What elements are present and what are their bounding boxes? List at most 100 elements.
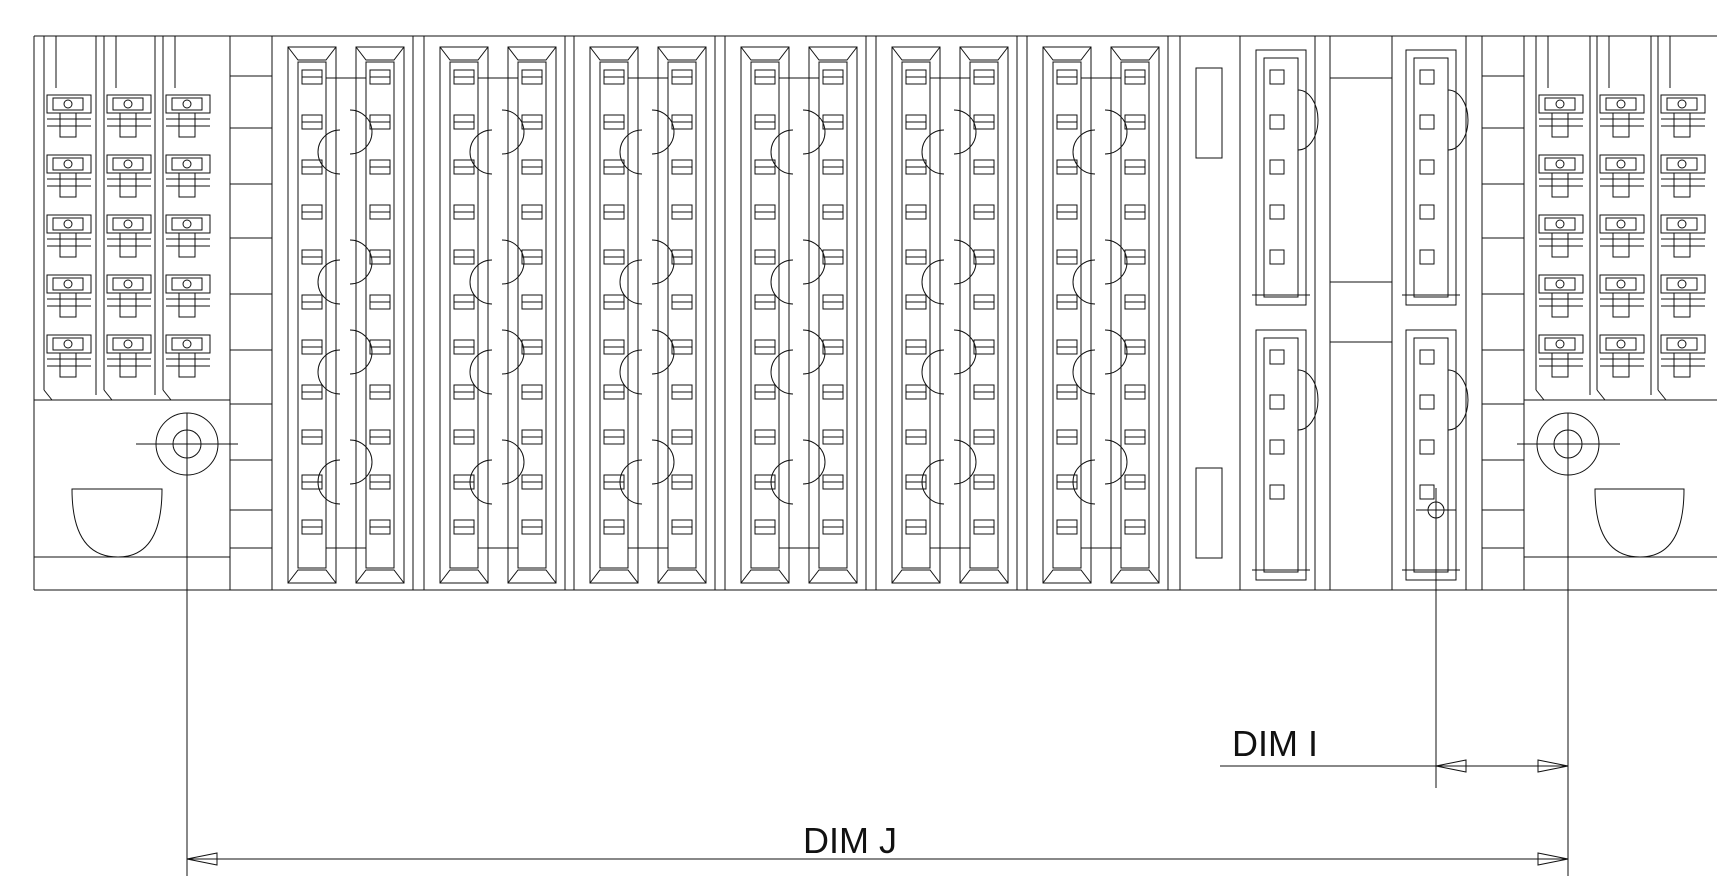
left-terminal-column-3: [162, 36, 211, 401]
terminal-clamp-body: [119, 172, 137, 198]
slot-connector-left: [287, 46, 337, 584]
slot-latch-arc: [501, 329, 525, 375]
right-terminal-column-2: [1596, 36, 1645, 401]
indicator-window-top: [1195, 67, 1223, 159]
slot-latch-arc: [802, 439, 826, 485]
connector-channel: [667, 61, 697, 569]
slot-latch-arc: [349, 439, 373, 485]
dim-i-arrow-left: [1435, 759, 1467, 773]
connector-bottom-bevel: [891, 569, 941, 584]
connector-top-bevel: [589, 46, 639, 61]
card-latch-arc: [1447, 369, 1469, 431]
terminal-screw-inner: [52, 97, 84, 111]
terminal-screw-head: [1616, 279, 1626, 289]
card-frame: [1405, 329, 1457, 581]
connector-frame: [1042, 46, 1092, 584]
terminal-screw-head: [1555, 279, 1565, 289]
connector-channel: [365, 61, 395, 569]
card-inner: [1413, 57, 1449, 298]
slot-latch-arc: [469, 259, 493, 305]
terminal-screw-inner: [1605, 157, 1637, 171]
slot-latch-arc: [619, 349, 643, 395]
slot-center-panel: [929, 77, 971, 549]
connector-bottom-bevel: [439, 569, 489, 584]
terminal-screw-inner: [171, 217, 203, 231]
connector-top-bevel: [657, 46, 707, 61]
terminal-clamp-body: [1673, 352, 1691, 378]
connector-frame: [355, 46, 405, 584]
slot-latch-arc: [921, 459, 945, 505]
left-side-rail: [230, 36, 273, 590]
terminal-screw-inner: [1544, 157, 1576, 171]
slot-connector-right: [959, 46, 1009, 584]
terminal-foot: [1657, 389, 1667, 401]
slot-connector-left: [891, 46, 941, 584]
terminal-screw-inner: [171, 337, 203, 351]
slot-module-3: [573, 36, 716, 590]
terminal-clamp-body: [178, 352, 196, 378]
terminal-screw-inner: [1605, 217, 1637, 231]
card-contact: [1269, 204, 1285, 220]
slot-latch-arc: [770, 129, 794, 175]
slot-latch-arc: [501, 439, 525, 485]
terminal-clamp-body: [1673, 292, 1691, 318]
terminal-screw-inner: [1544, 277, 1576, 291]
terminal-clamp-body: [119, 352, 137, 378]
terminal-clamp-body: [1612, 352, 1630, 378]
terminal-screw-inner: [52, 277, 84, 291]
slot-modules: [271, 36, 1169, 590]
terminal-clamp-body: [1673, 232, 1691, 258]
connector-frame: [589, 46, 639, 584]
terminal-screw-head: [123, 219, 133, 229]
card-inner: [1413, 337, 1449, 573]
card-contact: [1269, 159, 1285, 175]
slot-center-panel: [778, 77, 820, 549]
connector-top-bevel: [1110, 46, 1160, 61]
terminal-clamp-body: [1551, 352, 1569, 378]
terminal-foot: [1535, 389, 1545, 401]
indicator-window-bottom: [1195, 467, 1223, 559]
terminal-screw-inner: [112, 337, 144, 351]
slot-latch-arc: [469, 349, 493, 395]
card-contact: [1419, 204, 1435, 220]
slot-latch-arc: [651, 439, 675, 485]
card-frame: [1255, 329, 1307, 581]
terminal-screw-head: [1677, 219, 1687, 229]
terminal-screw-head: [182, 279, 192, 289]
card-slot-2-upper: [1402, 49, 1469, 306]
terminal-clamp-body: [1612, 172, 1630, 198]
connector-bottom-bevel: [287, 569, 337, 584]
card-latch-arc: [1447, 89, 1469, 151]
terminal-foot: [162, 389, 172, 401]
card-contact: [1419, 484, 1435, 500]
slot-center-panel: [627, 77, 669, 549]
slot-connector-right: [355, 46, 405, 584]
slot-latch-arc: [349, 109, 373, 155]
connector-frame: [1110, 46, 1160, 584]
dimension-lines: DIM I DIM J: [186, 482, 1569, 876]
card-contact: [1419, 114, 1435, 130]
card-contact: [1419, 439, 1435, 455]
terminal-screw-inner: [112, 157, 144, 171]
connector-top-bevel: [355, 46, 405, 61]
slot-latch-arc: [953, 239, 977, 285]
card-contact: [1419, 69, 1435, 85]
card-slot-1-lower: [1252, 329, 1319, 581]
slot-latch-arc: [802, 239, 826, 285]
terminal-clamp-body: [59, 292, 77, 318]
terminal-clamp-body: [1612, 112, 1630, 138]
slot-latch-arc: [921, 349, 945, 395]
slot-latch-arc: [770, 459, 794, 505]
right-card-section: [1179, 36, 1483, 590]
connector-bottom-bevel: [657, 569, 707, 584]
terminal-clamp-body: [119, 112, 137, 138]
terminal-screw-head: [63, 159, 73, 169]
terminal-screw-head: [1555, 339, 1565, 349]
terminal-screw-head: [1677, 99, 1687, 109]
slot-latch-arc: [802, 329, 826, 375]
slot-module-2: [423, 36, 566, 590]
right-terminal-column-3: [1657, 36, 1706, 401]
slot-latch-arc: [953, 109, 977, 155]
slot-latch-arc: [770, 349, 794, 395]
slot-latch-arc: [469, 459, 493, 505]
